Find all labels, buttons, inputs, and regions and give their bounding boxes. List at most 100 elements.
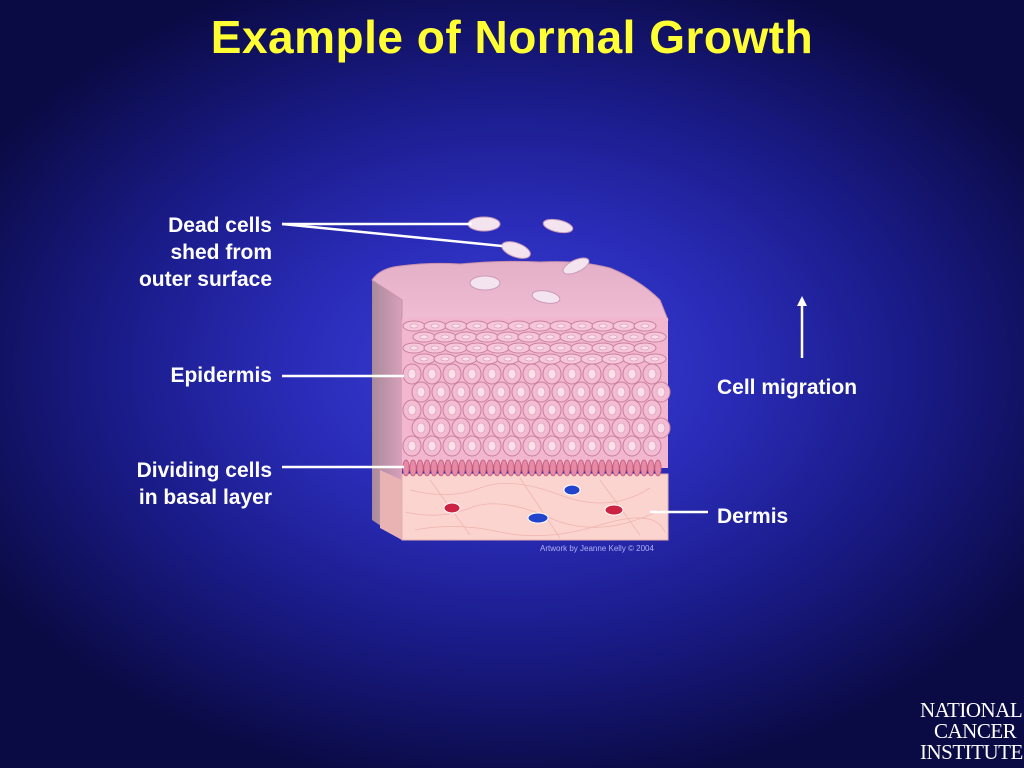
cell-nucleus bbox=[493, 323, 503, 329]
basal-cell bbox=[465, 459, 473, 477]
cell-nucleus bbox=[545, 334, 555, 340]
cell-nucleus bbox=[598, 345, 608, 351]
cell-nucleus bbox=[440, 334, 450, 340]
basal-cell bbox=[549, 459, 557, 477]
cell-nucleus bbox=[514, 323, 524, 329]
cell-nucleus bbox=[436, 422, 446, 434]
cell-nucleus bbox=[527, 368, 537, 380]
basal-layer-cells bbox=[402, 459, 662, 477]
cell-nucleus bbox=[527, 404, 537, 416]
cell-nucleus bbox=[656, 422, 666, 434]
cell-nucleus bbox=[476, 386, 486, 398]
cell-nucleus bbox=[650, 356, 660, 362]
basal-cell bbox=[458, 459, 466, 477]
cell-nucleus bbox=[516, 386, 526, 398]
cell-nucleus bbox=[567, 368, 577, 380]
cell-nucleus bbox=[514, 345, 524, 351]
cell-nucleus bbox=[547, 404, 557, 416]
cell-nucleus bbox=[577, 345, 587, 351]
basal-cell bbox=[654, 459, 662, 477]
dividing-cells-line-2: in basal layer bbox=[138, 486, 272, 509]
cell-nucleus bbox=[535, 345, 545, 351]
basal-cell bbox=[577, 459, 585, 477]
cell-nucleus bbox=[566, 334, 576, 340]
cell-nucleus bbox=[407, 404, 417, 416]
cell-nucleus bbox=[656, 386, 666, 398]
basal-cell bbox=[605, 459, 613, 477]
nci-logo: NATIONAL CANCER INSTITUTE bbox=[920, 700, 1023, 764]
cell-nucleus bbox=[407, 440, 417, 452]
cell-nucleus bbox=[608, 334, 618, 340]
cell-nucleus bbox=[487, 368, 497, 380]
basal-cell bbox=[493, 459, 501, 477]
cell-nucleus bbox=[545, 356, 555, 362]
cell-nucleus bbox=[447, 440, 457, 452]
red-blood-cell bbox=[443, 502, 461, 514]
cell-nucleus bbox=[636, 422, 646, 434]
cell-nucleus bbox=[476, 422, 486, 434]
cell-nucleus bbox=[427, 440, 437, 452]
blue-blood-cell bbox=[563, 484, 581, 496]
cell-nucleus bbox=[587, 368, 597, 380]
dermis-front bbox=[401, 473, 669, 541]
cell-nucleus bbox=[556, 345, 566, 351]
cell-nucleus bbox=[640, 345, 650, 351]
cell-nucleus bbox=[629, 356, 639, 362]
cell-nucleus bbox=[461, 334, 471, 340]
dead-cell bbox=[501, 241, 531, 259]
cell-nucleus bbox=[567, 404, 577, 416]
red-blood-cell bbox=[604, 504, 624, 516]
artwork-credit: Artwork by Jeanne Kelly © 2004 bbox=[540, 544, 654, 553]
dividing-cells-line-1: Dividing cells bbox=[136, 459, 272, 482]
basal-cell bbox=[416, 459, 424, 477]
cell-nucleus bbox=[430, 323, 440, 329]
epidermis-cells bbox=[402, 320, 671, 457]
basal-cell bbox=[584, 459, 592, 477]
cell-nucleus bbox=[472, 323, 482, 329]
cell-nucleus bbox=[567, 440, 577, 452]
basal-cell bbox=[598, 459, 606, 477]
cell-nucleus bbox=[482, 334, 492, 340]
cell-nucleus bbox=[507, 404, 517, 416]
basal-cell bbox=[591, 459, 599, 477]
cell-nucleus bbox=[566, 356, 576, 362]
dead-cells-line-3: outer surface bbox=[138, 268, 272, 291]
cell-nucleus bbox=[536, 386, 546, 398]
blue-blood-cell bbox=[527, 512, 549, 524]
cell-nucleus bbox=[536, 422, 546, 434]
cell-nucleus bbox=[416, 386, 426, 398]
cell-nucleus bbox=[419, 356, 429, 362]
cell-nucleus bbox=[496, 386, 506, 398]
cell-nucleus bbox=[619, 345, 629, 351]
cell-nucleus bbox=[640, 323, 650, 329]
nci-logo-line-3: INSTITUTE bbox=[920, 740, 1023, 764]
dead-cells-label: Dead cells shed from outer surface bbox=[90, 212, 272, 293]
dead-cells-leader-2 bbox=[281, 222, 503, 248]
dead-cells bbox=[467, 216, 590, 304]
cell-nucleus bbox=[409, 323, 419, 329]
cell-nucleus bbox=[556, 323, 566, 329]
cell-nucleus bbox=[607, 404, 617, 416]
cell-nucleus bbox=[427, 368, 437, 380]
cell-nucleus bbox=[619, 323, 629, 329]
basal-cell bbox=[619, 459, 627, 477]
cell-nucleus bbox=[650, 334, 660, 340]
cell-nucleus bbox=[409, 345, 419, 351]
cell-nucleus bbox=[608, 356, 618, 362]
dead-cell bbox=[469, 275, 501, 291]
basal-cell bbox=[612, 459, 620, 477]
cell-nucleus bbox=[607, 368, 617, 380]
dead-cell bbox=[542, 218, 574, 234]
slide-title: Example of Normal Growth bbox=[210, 11, 814, 63]
cell-migration-label: Cell migration bbox=[717, 376, 858, 399]
cell-nucleus bbox=[503, 356, 513, 362]
cell-nucleus bbox=[547, 440, 557, 452]
cell-nucleus bbox=[627, 404, 637, 416]
basal-cell bbox=[472, 459, 480, 477]
cell-nucleus bbox=[507, 368, 517, 380]
cell-nucleus bbox=[647, 440, 657, 452]
basal-cell bbox=[437, 459, 445, 477]
basal-cell bbox=[647, 459, 655, 477]
